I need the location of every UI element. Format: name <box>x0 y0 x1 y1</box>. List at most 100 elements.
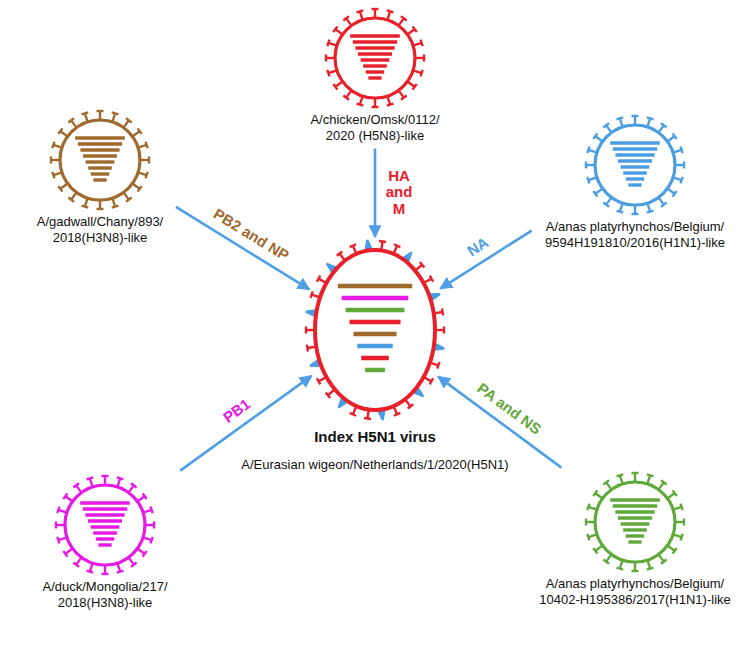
virus-envelope <box>595 482 675 562</box>
spike-cap <box>112 206 119 208</box>
strain-name: A/chicken/Omsk/0112/ 2020 (H5N8)-like <box>300 112 450 145</box>
spike-cap <box>587 147 589 154</box>
spike-cap <box>673 548 677 554</box>
spike-cap <box>681 177 683 184</box>
spike-cap <box>151 537 153 544</box>
genome-segment <box>368 76 381 79</box>
spike-cap <box>593 548 597 554</box>
spike-cap <box>143 493 147 499</box>
spike-cap <box>394 413 400 416</box>
spike-cap <box>603 560 609 564</box>
spike-cap <box>73 563 79 567</box>
genome-segment <box>86 160 115 163</box>
spike-cap <box>443 327 445 334</box>
spike-cap <box>102 573 109 575</box>
spike-cap <box>307 345 308 352</box>
spike-cap <box>153 522 155 529</box>
genome-segment <box>610 498 660 501</box>
spike-cap <box>647 568 654 570</box>
virus-icon <box>326 9 424 107</box>
virus-envelope <box>60 120 140 200</box>
spike-cap <box>647 211 654 213</box>
genome-segment <box>353 40 397 43</box>
virus-node: Index H5N1 virusA/Eurasian wigeon/Nether… <box>225 238 525 473</box>
genome-segment <box>623 171 647 174</box>
genome-segment <box>80 501 130 504</box>
genome-segment <box>615 153 654 156</box>
genome-segment <box>350 320 401 325</box>
spike-cap <box>148 157 150 164</box>
spike-cap <box>587 534 589 541</box>
spike-cap <box>587 504 589 511</box>
spike-cap <box>68 118 74 122</box>
spike-cap <box>603 480 609 484</box>
spike-cap <box>146 172 148 179</box>
spike-cap <box>585 519 587 526</box>
spike-cap <box>632 472 639 474</box>
genome-segment <box>88 519 122 522</box>
virus-shape-area <box>583 113 687 217</box>
spike-cap <box>632 115 639 117</box>
spike-cap <box>343 96 349 100</box>
spike-cap <box>333 84 337 90</box>
strain-name: A/anas platyrhynchos/Belgium/ 9594H19181… <box>535 219 735 252</box>
spike-cap <box>131 563 137 567</box>
spike-cap <box>350 244 356 247</box>
virus-envelope <box>335 18 415 98</box>
genome-segment <box>626 534 644 537</box>
genome-segment <box>98 543 111 546</box>
spike-cap <box>387 10 394 12</box>
spike-cap <box>68 198 74 202</box>
spike-cap <box>326 393 330 398</box>
virus-envelope <box>315 250 435 410</box>
genome-segment <box>618 159 652 162</box>
genome-segment <box>621 165 650 168</box>
spike-cap <box>593 133 597 139</box>
genome-segment <box>96 537 114 540</box>
spike-cap <box>603 203 609 207</box>
genome-segment <box>353 332 396 337</box>
virus-icon <box>305 239 444 420</box>
genome-segment <box>338 284 412 289</box>
genome-segment <box>83 154 117 157</box>
spike-cap <box>82 112 89 114</box>
genome-segment <box>93 178 106 181</box>
virus-node: A/anas platyrhynchos/Belgium/ 9594H19181… <box>535 113 735 252</box>
spike-cap <box>138 128 142 134</box>
spike-cap <box>337 251 343 255</box>
spike-cap <box>593 191 597 197</box>
spike-cap <box>420 262 424 267</box>
genome-segment <box>88 166 112 169</box>
spike-cap <box>673 191 677 197</box>
genome-segment <box>628 183 641 186</box>
spike-cap <box>57 537 59 544</box>
spike-cap <box>585 162 587 169</box>
spike-cap <box>617 211 624 213</box>
spike-cap <box>131 483 137 487</box>
spike-cap <box>681 534 683 541</box>
genome-segment <box>342 296 409 301</box>
spike-cap <box>126 198 132 202</box>
genome-segment <box>91 172 109 175</box>
inheritance-arrow <box>180 376 311 471</box>
spike-cap <box>673 490 677 496</box>
genome-segment <box>610 141 660 144</box>
genome-segment <box>80 148 119 151</box>
genome-segment <box>346 308 405 313</box>
virus-node: A/anas platyrhynchos/Belgium/ 10402-H195… <box>530 470 740 609</box>
spike-cap <box>57 507 59 514</box>
spike-cap <box>587 177 589 184</box>
segment-label: HA and M <box>382 168 416 218</box>
spike-cap <box>333 26 337 32</box>
spike-cap <box>421 40 423 47</box>
spike-cap <box>327 70 329 77</box>
genome-segment <box>75 136 125 139</box>
spike-cap <box>82 206 89 208</box>
spike-cap <box>413 26 417 32</box>
genome-segment <box>355 46 394 49</box>
genome-segment <box>613 504 657 507</box>
genome-segment <box>613 147 657 150</box>
virus-shape-area <box>323 6 427 110</box>
spike-cap <box>117 477 124 479</box>
